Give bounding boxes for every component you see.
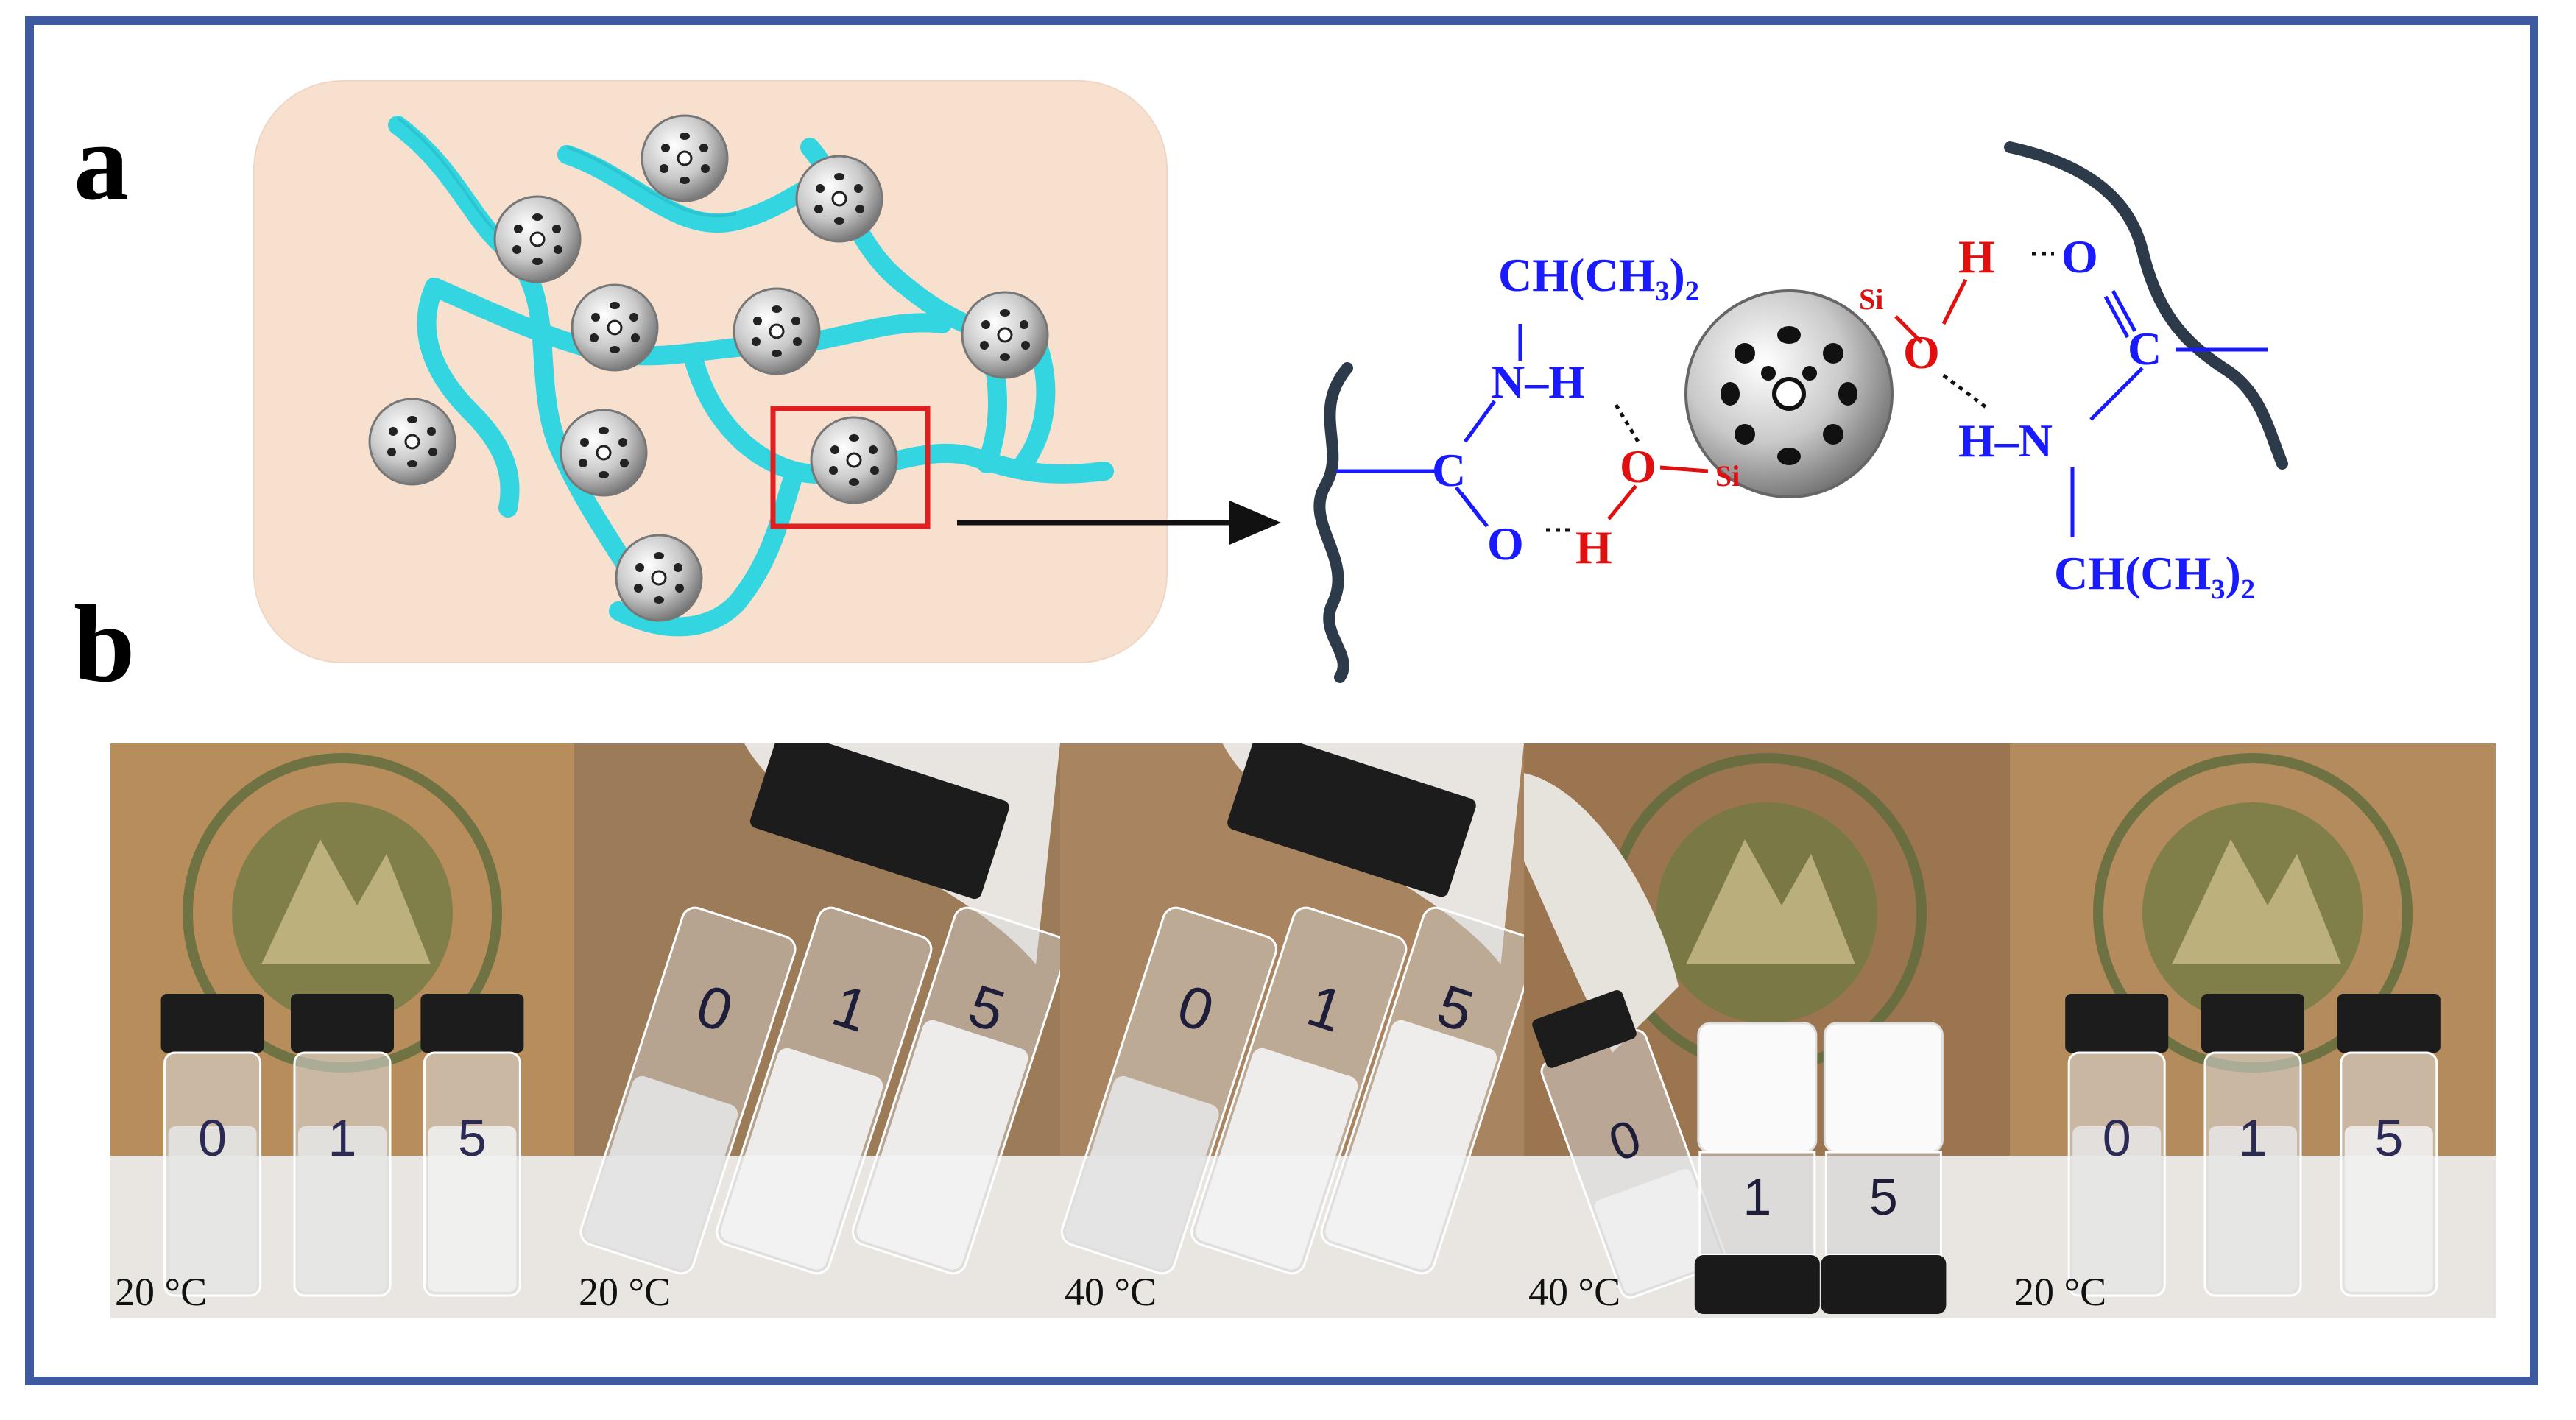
- temperature-label: 20 °C: [579, 1270, 671, 1314]
- vial-liquid: [428, 1126, 517, 1292]
- vial-liquid: [1595, 1169, 1722, 1294]
- vial-label: 1: [328, 1109, 357, 1167]
- chem-h-left: H: [1575, 521, 1612, 573]
- chem-c-right: C: [2128, 322, 2162, 375]
- gel-plug: [1823, 1022, 1944, 1154]
- vial: 5: [852, 906, 1060, 1275]
- vial-label: 5: [458, 1109, 487, 1167]
- nanoparticle: [368, 398, 456, 486]
- chem-o-right-top: O: [2061, 230, 2098, 283]
- chem-h-right-top: H: [1958, 230, 1995, 283]
- vial-cap: [291, 994, 394, 1053]
- vial-liquid: [2344, 1126, 2433, 1292]
- panel-label-a: a: [74, 101, 129, 223]
- gloved-hand: [1524, 773, 1679, 1053]
- vial: 0: [1532, 990, 1726, 1299]
- photo-scene: 0 1 5: [110, 743, 574, 1318]
- temperature-label: 20 °C: [2014, 1270, 2107, 1314]
- vial-liquid: [298, 1126, 387, 1292]
- polymer-backbone-right: [2004, 141, 2288, 470]
- vial-liquid: [720, 1048, 883, 1270]
- nanoparticle: [641, 114, 729, 202]
- nanoparticle: [615, 534, 703, 622]
- vial: 1: [1190, 906, 1408, 1275]
- photo-scene: 01 5: [1524, 743, 2010, 1318]
- nanoparticle: [560, 409, 648, 497]
- nanoparticle: [733, 287, 821, 375]
- vial-label: 1: [1743, 1168, 1771, 1226]
- chem-hn-right: H–N: [1958, 414, 2053, 467]
- nanoparticle: [961, 291, 1049, 379]
- vial-liquid: [2072, 1126, 2162, 1292]
- chem-group-left: CH(CH₃)₂: [1498, 249, 1699, 301]
- vial-body: [1824, 1151, 1942, 1257]
- vial-cap: [1821, 1255, 1947, 1314]
- panel-label-b: b: [74, 583, 135, 705]
- vial-body: [1698, 1151, 1816, 1257]
- vial: 0: [579, 906, 797, 1275]
- chem-si-left: Si: [1715, 459, 1740, 492]
- seal-mountains: [1686, 839, 1855, 964]
- chem-o-mid-right: O: [1903, 326, 1940, 378]
- arrow-head: [1229, 501, 1281, 545]
- vial-label: 0: [198, 1109, 227, 1167]
- vial-cap: [420, 994, 524, 1053]
- photo-scene: 0 1 5: [2010, 743, 2496, 1318]
- chem-o-mid-left: O: [1620, 440, 1656, 492]
- gel-plug: [1697, 1022, 1818, 1154]
- photo-panel: 0 1 5 20 °C: [110, 743, 574, 1318]
- vial-liquid: [2209, 1126, 2297, 1292]
- chem-o-left: O: [1487, 518, 1524, 570]
- vial-label: 0: [2103, 1109, 2131, 1167]
- vial-liquid: [856, 1020, 1028, 1270]
- vial-cap: [160, 994, 264, 1053]
- polymer-backbone-left: [1313, 362, 1353, 683]
- chem-si-right: Si: [1859, 283, 1883, 316]
- temperature-label: 40 °C: [1528, 1270, 1621, 1314]
- vial-liquid: [1325, 1020, 1497, 1270]
- chem-c-left: C: [1432, 444, 1466, 496]
- seal-mountains: [261, 839, 431, 964]
- vial-cap: [2201, 994, 2304, 1053]
- vial-label: 1: [2239, 1109, 2268, 1167]
- vial: 5: [1320, 906, 1524, 1275]
- schematic-diagram: CH(CH₃)₂ N–H C O H O Si Si O H O C H–N C…: [253, 80, 2288, 683]
- nanoparticle: [493, 195, 582, 283]
- vial-cap: [1694, 1255, 1820, 1314]
- vial-cap: [2337, 994, 2441, 1053]
- vial-liquid: [1065, 1075, 1219, 1270]
- photo-panel: 0 1 5 20 °C: [2010, 743, 2496, 1318]
- vial-cap: [749, 743, 1009, 900]
- temperature-label: 40 °C: [1065, 1270, 1157, 1314]
- vial: 0: [1060, 906, 1277, 1275]
- nanoparticle: [810, 416, 898, 504]
- seal-mountains: [2172, 839, 2341, 964]
- temperature-label: 20 °C: [115, 1270, 208, 1314]
- nanoparticle: [795, 155, 883, 243]
- vial-label: 5: [2374, 1109, 2403, 1167]
- vial-label: 5: [1869, 1168, 1898, 1226]
- chem-nh-left: N–H: [1491, 356, 1585, 408]
- vial-cap: [2065, 994, 2169, 1053]
- silica-nanoparticle: [1684, 289, 1894, 498]
- vial-cap: [1532, 990, 1637, 1068]
- vial-liquid: [1195, 1048, 1358, 1270]
- vial-liquid: [585, 1075, 738, 1270]
- chem-group-right: CH(CH₃)₂: [2054, 547, 2255, 599]
- vial-liquid: [168, 1126, 257, 1292]
- nanoparticle: [571, 283, 659, 372]
- highlight-box: [770, 406, 931, 529]
- vial: 1: [716, 906, 933, 1275]
- vial-cap: [1227, 743, 1476, 897]
